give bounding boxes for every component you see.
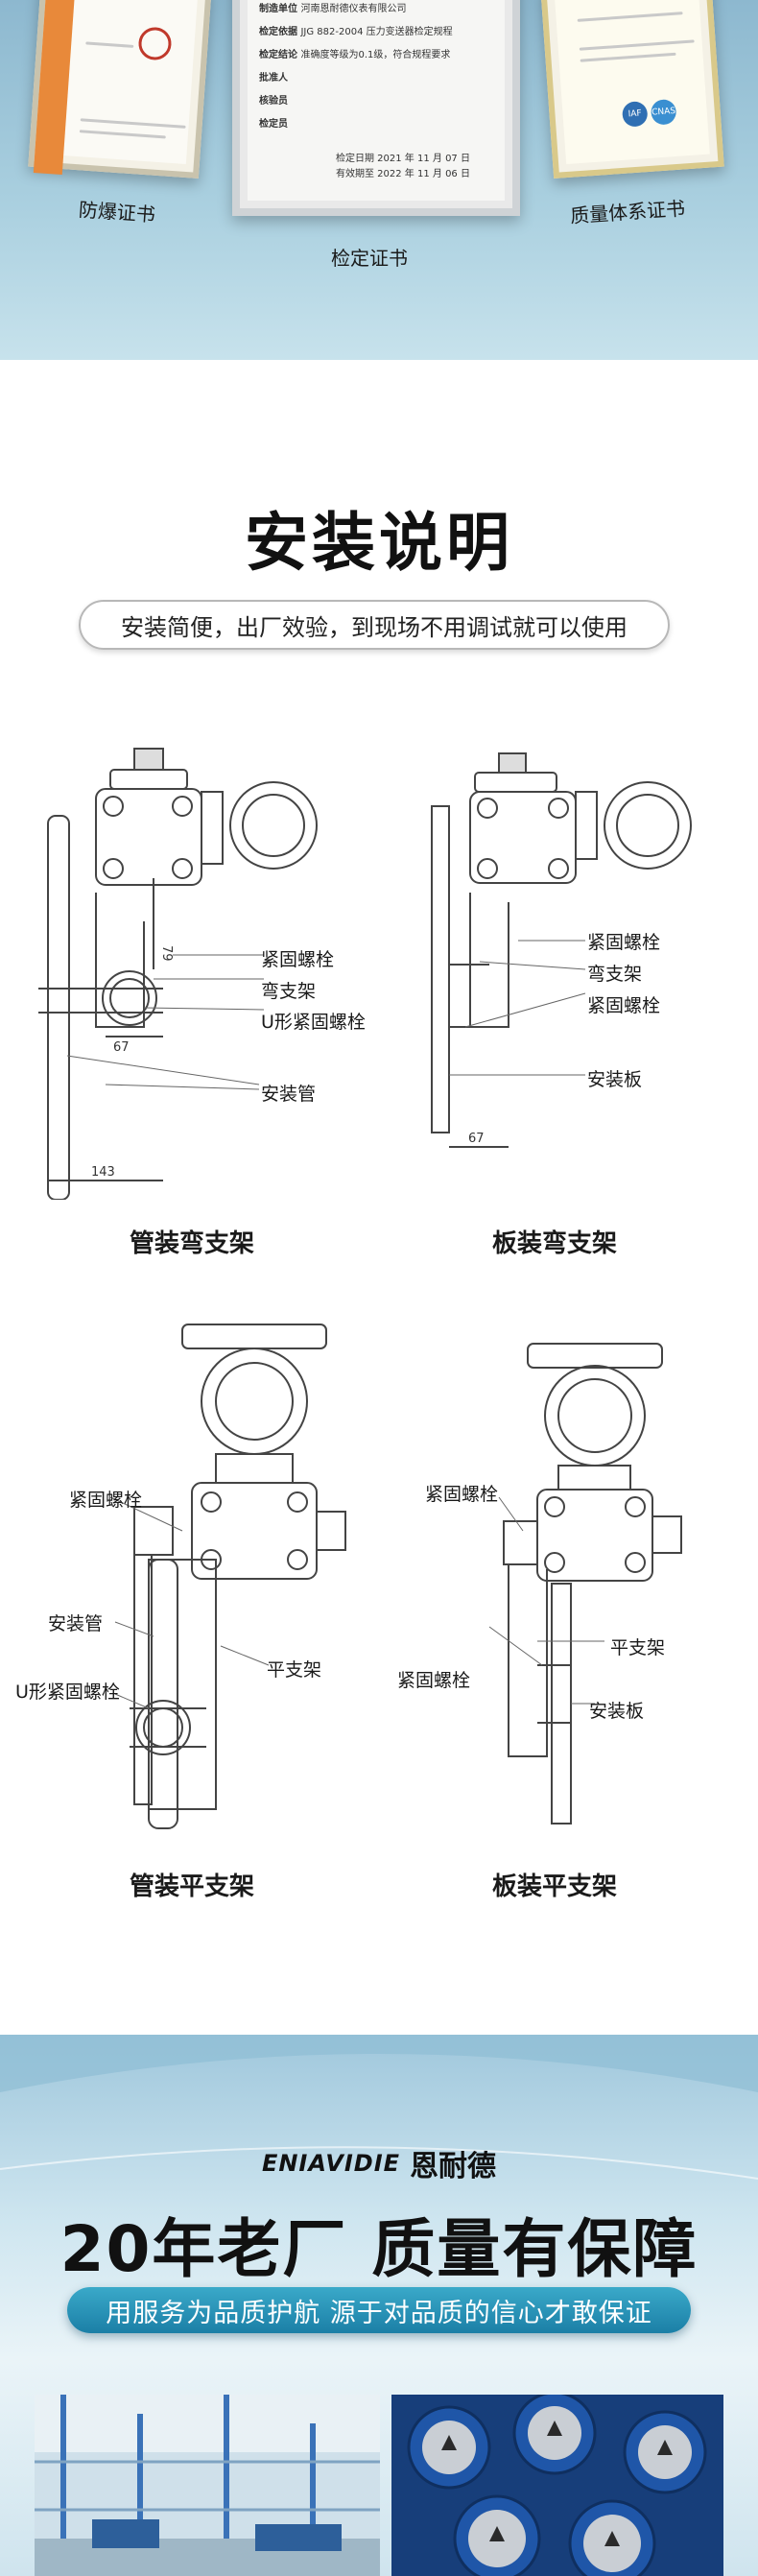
verification-row-key: 核验员 [259,96,288,107]
d2-label-bent-bracket: 弯支架 [587,964,643,985]
brand-name-cn: 恩耐德 [410,2150,497,2183]
d1-label-mount-pipe: 安装管 [261,1084,317,1105]
brand-name-en: ENIAVIDIE [261,2150,401,2177]
verification-date: 检定日期 2021 年 11 月 07 日 [336,154,470,164]
verification-date: 有效期至 2022 年 11 月 06 日 [336,169,470,179]
verification-row-key: 检定结论 [259,50,301,60]
verification-row-key: 检定员 [259,119,288,130]
plate-flat-bracket-diagram [488,1343,682,1825]
d1-label-fastening-bolt: 紧固螺栓 [261,949,335,970]
plate-bent-bracket-diagram: 67 [431,752,692,1148]
verification-row: 检定结论 准确度等级为0.1级，符合规程要求 [259,46,499,60]
d4-label-mount-plate: 安装板 [589,1701,645,1722]
d4-label-fastening-bolt-2: 紧固螺栓 [397,1670,471,1691]
verification-row: 检定依据 JJG 882-2004 压力变送器检定规程 [259,23,499,37]
d2-label-fastening-bolt: 紧固螺栓 [587,932,661,953]
verification-row: 检定员 [259,115,499,130]
quality-ribbon: 用服务为品质护航 源于对品质的信心才敢保证 [67,2287,691,2333]
d1-label-bent-bracket: 弯支架 [261,981,317,1002]
pipe-flat-bracket-diagram [109,1324,346,1829]
quality-system-certificate-label: 质量体系证书 [569,196,686,228]
d3-label-fastening-bolt: 紧固螺栓 [69,1490,143,1511]
certificate-band: 防爆证书 制造单位 河南恩耐德仪表有限公司检定依据 JJG 882-2004 压… [0,0,758,360]
verification-row-key: 制造单位 [259,4,301,14]
verification-row-value: 准确度等级为0.1级，符合规程要求 [300,50,451,60]
dim-67-plate-label: 67 [468,1132,485,1146]
verification-row-key: 检定依据 [259,27,301,37]
brand-logo: ENIAVIDIE 恩耐德 [0,2142,758,2184]
d1-label-u-bolt: U形紧固螺栓 [261,1012,366,1033]
verification-row-key: 批准人 [259,73,288,83]
verification-row-value: 河南恩耐德仪表有限公司 [300,4,407,14]
factory-workshop-photo [35,2395,380,2576]
d2-label-mount-plate: 安装板 [587,1069,643,1090]
d3-label-mount-pipe: 安装管 [48,1613,104,1634]
dim-143-label: 143 [91,1165,115,1180]
dim-79-label: 79 [159,945,174,962]
install-title: 安装说明 [245,506,513,580]
dim-67-label: 67 [113,1040,130,1055]
d3-label-flat-bracket: 平支架 [267,1659,322,1681]
install-subtitle: 安装简便，出厂效验，到现场不用调试就可以使用 [79,600,670,650]
verification-certificate-label: 检定证书 [331,247,408,270]
verification-certificate-image: 制造单位 河南恩耐德仪表有限公司检定依据 JJG 882-2004 压力变送器检… [232,0,520,216]
d3-label-u-bolt: U形紧固螺栓 [15,1682,120,1703]
d4-caption: 板装平支架 [492,1872,618,1901]
d3-caption: 管装平支架 [130,1872,255,1901]
pipe-bent-bracket-diagram: 79 67 143 [38,748,318,1200]
factory-title: 20年老厂 质量有保障 [59,2212,699,2286]
explosion-proof-certificate-image [28,0,212,179]
explosion-proof-certificate-label: 防爆证书 [78,198,156,227]
verification-row: 核验员 [259,92,499,107]
verification-row: 批准人 [259,69,499,83]
verification-row-value: JJG 882-2004 压力变送器检定规程 [300,27,453,37]
verification-row: 制造单位 河南恩耐德仪表有限公司 [259,0,499,14]
d4-label-fastening-bolt: 紧固螺栓 [425,1484,499,1505]
d2-caption: 板装弯支架 [492,1229,618,1258]
d2-label-fastening-bolt-2: 紧固螺栓 [587,995,661,1016]
quality-system-certificate-image: IAF CNAS [540,0,724,179]
d4-label-flat-bracket: 平支架 [610,1637,666,1658]
d1-caption: 管装弯支架 [130,1229,255,1258]
transmitter-products-photo [391,2395,723,2576]
